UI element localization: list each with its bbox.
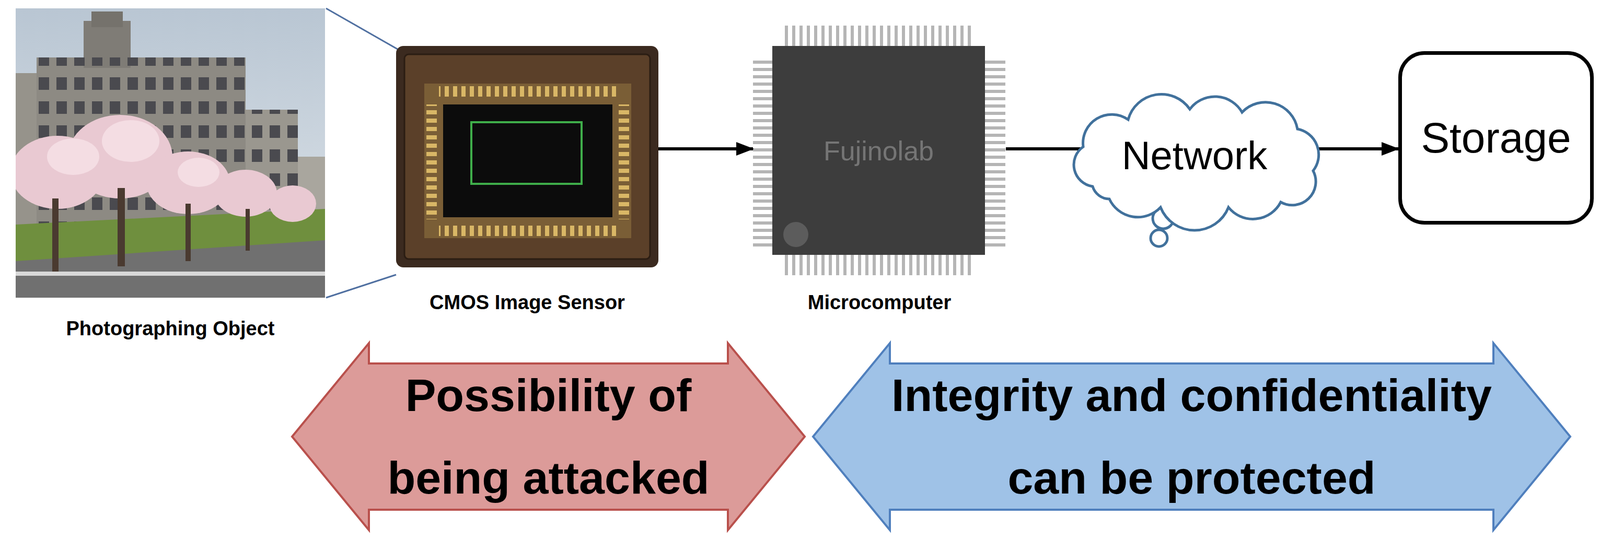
illustration-part: [443, 104, 613, 218]
storage-box: Storage: [1398, 51, 1594, 225]
illustration-part: [404, 54, 651, 260]
image-sensor: [396, 45, 659, 268]
illustration-part: [426, 104, 437, 220]
illustration-part: [1150, 229, 1168, 247]
illustration-part: [772, 45, 985, 255]
cloud-path: [1073, 94, 1319, 231]
illustration-part: [47, 120, 220, 188]
caption-label: Photographing Object: [0, 317, 346, 342]
illustration-part: [15, 240, 326, 298]
chip-node: FujinolabMicrocomputer: [752, 25, 1006, 316]
illustration-part: [47, 138, 100, 176]
illustration-part: [781, 253, 976, 276]
illustration-part: [15, 8, 326, 298]
illustration-part: [618, 104, 630, 220]
illustration-part: [269, 185, 317, 223]
network-cloud: Network: [1061, 96, 1328, 215]
illustration-part: [52, 188, 250, 272]
node-text: Network: [1116, 131, 1273, 180]
caption-label: Microcomputer: [732, 291, 1027, 316]
illustration-part: [101, 120, 160, 162]
illustration-part: [245, 209, 250, 251]
illustration-part: [396, 45, 659, 268]
illustration-part: [983, 56, 1006, 247]
connector-arrow: [658, 147, 753, 151]
illustration-part: [781, 25, 976, 48]
band-text: Possibility of being attacked: [365, 354, 732, 520]
illustration-part: [326, 8, 400, 51]
illustration-part: [52, 198, 59, 272]
illustration-part: [783, 222, 809, 248]
illustration-part: [15, 114, 317, 223]
illustration-part: [438, 86, 617, 97]
illustration-part: [177, 157, 220, 188]
illustration-part: [424, 83, 632, 239]
zoom-leader: [326, 8, 400, 298]
chip-marking: Fujinolab: [772, 134, 985, 168]
protect-band: Integrity and confidentiality can be pro…: [811, 341, 1572, 532]
double-arrow-outline: [292, 343, 805, 531]
illustration-part: [326, 274, 397, 298]
band-text: Integrity and confidentiality can be pro…: [865, 354, 1519, 520]
illustration-part: [117, 188, 125, 267]
sensor-node: CMOS Image Sensor: [396, 45, 659, 316]
illustration-part: [15, 271, 326, 276]
illustration-part: [438, 225, 617, 237]
chip: [752, 25, 1006, 276]
illustration-part: [91, 11, 123, 28]
connector-arrow: [1005, 147, 1088, 151]
illustration-part: [471, 122, 582, 184]
caption-label: CMOS Image Sensor: [375, 291, 680, 316]
photo: [15, 8, 326, 298]
illustration-part: [185, 203, 191, 262]
attack-band: Possibility of being attacked: [290, 341, 807, 532]
illustration-part: [752, 56, 774, 247]
double-arrow-outline: [813, 343, 1571, 531]
node-text: Storage: [1415, 112, 1576, 164]
photo-node: Photographing Object: [15, 8, 326, 342]
